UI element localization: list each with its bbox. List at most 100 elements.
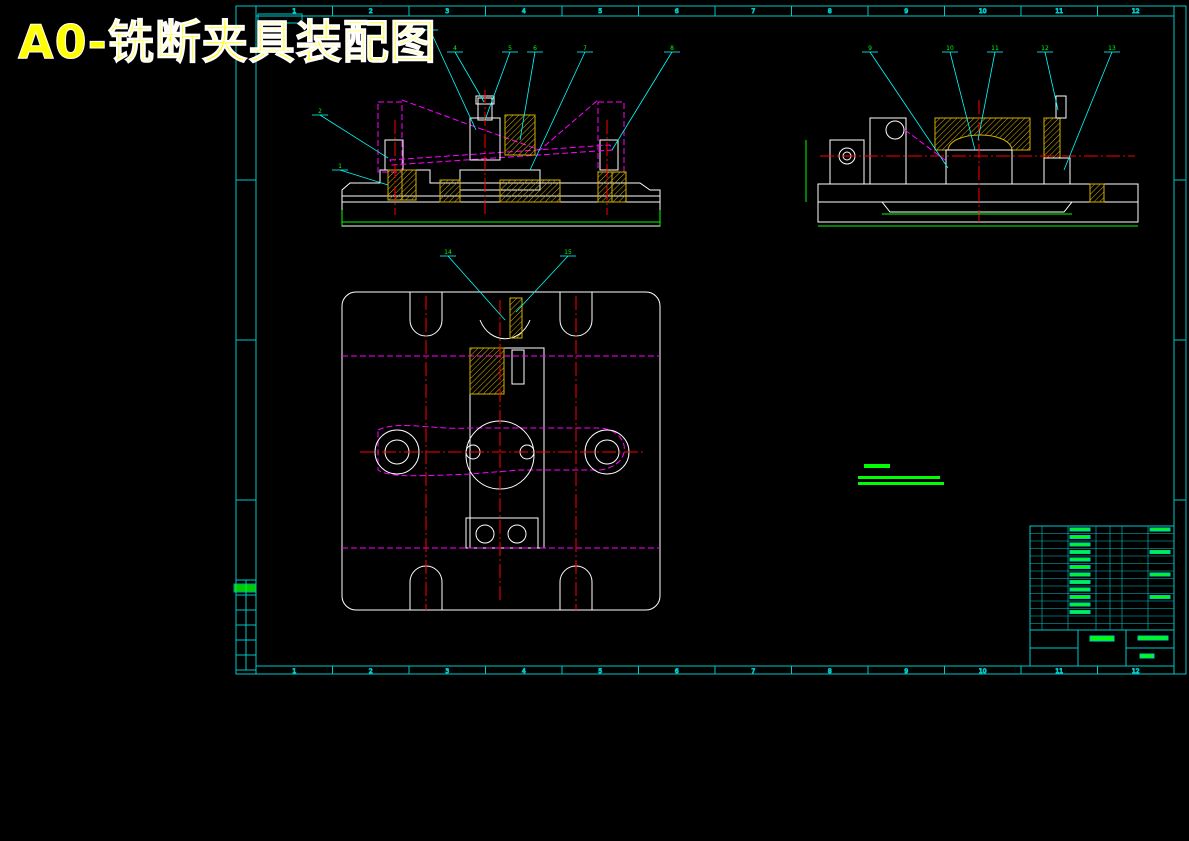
title-block-school-mark	[1137, 635, 1169, 641]
top-view	[341, 291, 661, 611]
front-left-support	[377, 101, 403, 173]
zone-mark-top: 12	[1132, 8, 1140, 15]
front-view	[341, 90, 661, 227]
front-left-block	[384, 139, 404, 171]
zone-mark-bottom: 12	[1132, 668, 1140, 675]
leader-line	[519, 51, 536, 141]
side-right-block	[1043, 157, 1071, 185]
zone-mark-bottom: 1	[292, 668, 296, 675]
title-block	[1029, 525, 1175, 667]
side-right-post	[1043, 117, 1061, 159]
zone-mark-bottom: 2	[369, 668, 373, 675]
parts-list-entry-mark	[1069, 542, 1091, 547]
zone-mark-top: 5	[598, 8, 602, 15]
side-view	[805, 95, 1139, 227]
front-right-pin	[597, 171, 613, 203]
zone-mark-bottom: 11	[1055, 668, 1063, 675]
note-heading-mark	[864, 464, 890, 468]
parts-list-entry-mark	[1069, 595, 1091, 599]
zone-mark-top: 8	[828, 8, 832, 15]
leader-line	[429, 29, 477, 131]
note-line-mark	[858, 482, 944, 485]
zone-mark-bottom: 5	[598, 668, 602, 675]
parts-list-entry-mark	[1069, 602, 1091, 607]
balloon-label: 10	[946, 45, 954, 52]
binding-strip-label	[233, 583, 257, 593]
leader-line	[454, 51, 485, 103]
side-locator-left	[829, 139, 865, 185]
zone-mark-bottom: 3	[445, 668, 449, 675]
balloon-label: 13	[1108, 45, 1116, 52]
parts-list-entry-mark	[1069, 565, 1091, 569]
top-screw-left	[475, 524, 495, 544]
leader-line	[515, 255, 569, 313]
balloon-label: 7	[583, 45, 587, 52]
parts-list-material-mark	[1149, 572, 1171, 577]
balloon-label: 1	[338, 163, 342, 170]
top-upper-pin	[511, 349, 525, 385]
zone-mark-bottom: 7	[751, 668, 755, 675]
leader-line	[484, 51, 511, 121]
side-bolt	[1055, 95, 1067, 119]
leader-line	[977, 51, 996, 141]
parts-list-entry-mark	[1069, 550, 1091, 554]
zone-ticks	[236, 6, 1186, 674]
zone-mark-top: 11	[1055, 8, 1063, 15]
top-connecting-rod	[377, 425, 625, 477]
leader-line	[1063, 51, 1113, 171]
zone-mark-top: 9	[904, 8, 908, 15]
top-screw-right	[507, 524, 527, 544]
side-clamp-jaw	[934, 117, 1031, 151]
balloon-label: 15	[564, 249, 572, 256]
note-line-mark	[858, 476, 940, 479]
parts-list-material-mark	[1149, 550, 1171, 554]
leader-line	[611, 51, 673, 151]
zone-mark-top: 6	[675, 8, 679, 15]
zone-mark-bottom: 4	[522, 668, 526, 675]
front-left-bush	[401, 169, 417, 201]
leader-line	[447, 255, 506, 321]
parts-list-entry-mark	[1069, 580, 1091, 584]
parts-list-border	[1029, 525, 1175, 667]
zone-mark-bottom: 10	[979, 668, 987, 675]
balloon-label: 9	[868, 45, 872, 52]
zone-mark-bottom: 6	[675, 668, 679, 675]
leader-line	[319, 114, 389, 159]
leader-line	[1044, 51, 1059, 111]
top-base-plate	[341, 291, 661, 611]
front-center-hatch-right	[499, 179, 561, 203]
balloon-label: 8	[670, 45, 674, 52]
parts-list-entry-mark	[1069, 535, 1091, 539]
title-block-name-mark	[1089, 635, 1115, 642]
front-workpiece-bar	[389, 144, 613, 166]
zone-mark-top: 10	[979, 8, 987, 15]
front-right-block	[599, 139, 619, 171]
parts-list-material-mark	[1149, 527, 1171, 532]
top-cutter-notch	[479, 319, 531, 340]
balloon-label: 6	[533, 45, 537, 52]
side-hidden-link	[904, 129, 946, 161]
zone-mark-top: 3	[445, 8, 449, 15]
leader-line	[869, 51, 949, 169]
drawing-number-box	[257, 13, 303, 24]
leader-line	[529, 51, 586, 171]
zone-mark-top: 7	[751, 8, 755, 15]
balloon-label: 4	[453, 45, 457, 52]
balloon-label: 3	[428, 23, 432, 30]
front-center-hatch-left	[439, 179, 461, 203]
side-base-bottom	[817, 201, 1139, 223]
top-upper-block	[469, 347, 505, 395]
parts-list-entry-mark	[1069, 610, 1091, 614]
zone-mark-top: 1	[292, 8, 296, 15]
parts-list-entry-mark	[1069, 572, 1091, 577]
parts-list-entry-mark	[1069, 557, 1091, 562]
parts-list-entry-mark	[1069, 587, 1091, 592]
leader-line	[339, 169, 389, 186]
zone-mark-bottom: 8	[828, 668, 832, 675]
inner-border	[255, 15, 1175, 667]
